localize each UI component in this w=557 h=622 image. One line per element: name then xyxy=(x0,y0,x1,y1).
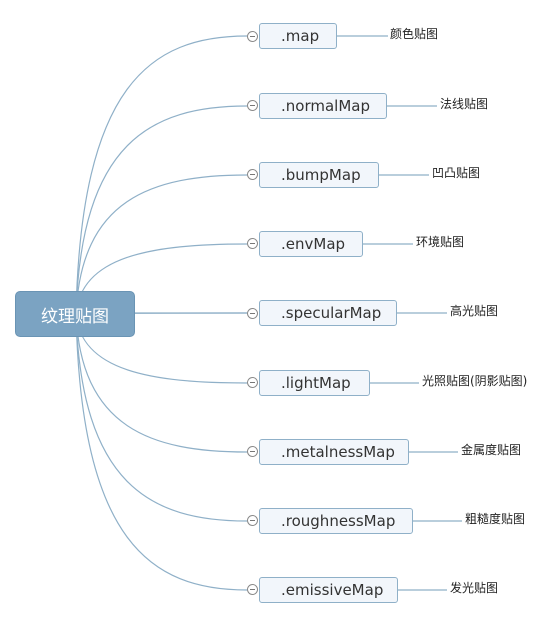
collapse-icon[interactable] xyxy=(247,446,258,457)
topic-specularmap[interactable]: .specularMap xyxy=(259,300,397,326)
root-topic[interactable]: 纹理贴图 xyxy=(15,291,135,337)
root-topic-label: 纹理贴图 xyxy=(41,306,109,327)
branch-connector xyxy=(75,105,248,315)
subtopic-desc[interactable]: 光照贴图(阴影贴图) xyxy=(422,374,528,388)
collapse-icon[interactable] xyxy=(247,31,258,42)
branch-connector xyxy=(75,35,248,315)
topic-label: .roughnessMap xyxy=(281,512,396,530)
subtopic-desc[interactable]: 高光贴图 xyxy=(450,304,499,318)
topic-map[interactable]: .map xyxy=(259,23,337,49)
topic-label: .metalnessMap xyxy=(281,443,395,461)
branch-connector xyxy=(75,313,248,453)
topic-label: .map xyxy=(281,27,320,45)
subtopic-desc[interactable]: 环境贴图 xyxy=(416,235,465,249)
collapse-icon[interactable] xyxy=(247,238,258,249)
branch-connector xyxy=(75,313,248,522)
collapse-icon[interactable] xyxy=(247,100,258,111)
topic-metalnessmap[interactable]: .metalnessMap xyxy=(259,439,409,465)
topic-label: .bumpMap xyxy=(281,166,361,184)
collapse-icon[interactable] xyxy=(247,515,258,526)
topic-roughnessmap[interactable]: .roughnessMap xyxy=(259,508,413,534)
topic-envmap[interactable]: .envMap xyxy=(259,231,363,257)
branch-connector xyxy=(75,313,248,591)
subtopic-desc[interactable]: 粗糙度贴图 xyxy=(465,512,526,526)
collapse-icon[interactable] xyxy=(247,308,258,319)
collapse-icon[interactable] xyxy=(247,169,258,180)
topic-label: .emissiveMap xyxy=(281,581,384,599)
topic-label: .normalMap xyxy=(281,97,370,115)
subtopic-desc[interactable]: 法线贴图 xyxy=(440,97,489,111)
topic-normalmap[interactable]: .normalMap xyxy=(259,93,387,119)
topic-label: .lightMap xyxy=(281,374,351,392)
topic-label: .specularMap xyxy=(281,304,382,322)
topic-label: .envMap xyxy=(281,235,346,253)
topic-bumpmap[interactable]: .bumpMap xyxy=(259,162,379,188)
subtopic-desc[interactable]: 颜色贴图 xyxy=(390,27,439,41)
branch-connector xyxy=(75,174,248,315)
subtopic-desc[interactable]: 凹凸贴图 xyxy=(432,166,481,180)
collapse-icon[interactable] xyxy=(247,377,258,388)
topic-lightmap[interactable]: .lightMap xyxy=(259,370,370,396)
subtopic-desc[interactable]: 发光贴图 xyxy=(450,581,499,595)
collapse-icon[interactable] xyxy=(247,584,258,595)
subtopic-desc[interactable]: 金属度贴图 xyxy=(461,443,522,457)
topic-emissivemap[interactable]: .emissiveMap xyxy=(259,577,398,603)
